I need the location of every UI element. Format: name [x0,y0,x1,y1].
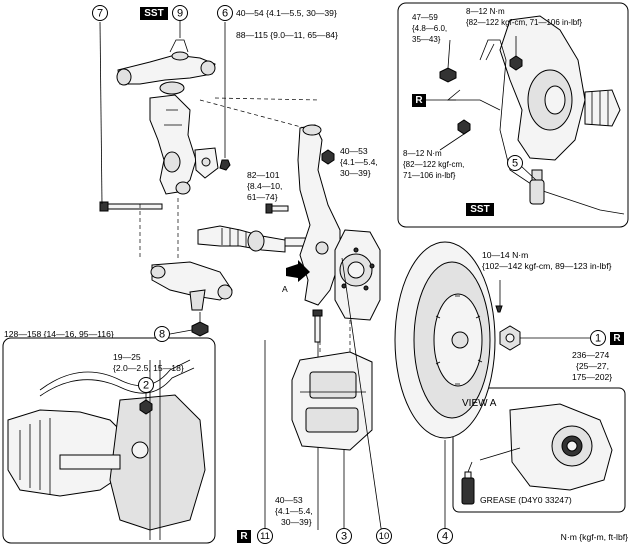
callout-8: 8 [154,326,170,342]
torque-callout-6: 40—54 {4.1—5.5, 30—39} [236,8,337,18]
torque-knuckle-nut-line2: {4.1—5.4, [340,157,378,167]
bolt-11 [312,309,323,343]
torque-inset-lower-line3: 71—106 in-lbf} [403,171,456,180]
inset-bottom-left-assembly [7,359,206,540]
upper-control-arm [116,39,216,86]
replace-tag-1-text: R [613,333,621,344]
callout-11-number: 11 [260,531,270,542]
arrow-label-a: A [282,284,288,294]
drive-shaft [197,225,314,253]
callout-2-number: 2 [143,380,149,392]
callout-9: 9 [172,5,188,21]
callout-1: 1 [590,330,606,346]
torque-callout-8: 128—158 {14—16, 95—116} [4,329,114,339]
torque-inset-upper-line2: {82—122 kgf-cm, 71—106 in-lbf} [466,18,582,27]
callout-4-number: 4 [442,531,448,543]
brake-disc [394,241,496,439]
torque-knuckle-nut-line1: 40—53 [340,146,368,156]
torque-knuckle-bolt-line3: 61—74} [247,192,278,202]
torque-callout-3-line1: 40—53 [275,495,303,505]
replace-tag-11 [237,530,251,543]
callout-6: 6 [217,5,233,21]
callout-11: 11 [257,528,273,544]
callout-4: 4 [437,528,453,544]
callout-1-number: 1 [595,333,601,345]
sst-tag-9-text: SST [144,8,163,19]
callout-5-number: 5 [512,158,518,170]
brake-caliper [291,351,373,451]
callout-10: 10 [376,528,392,544]
callout-10-number: 10 [379,531,390,542]
view-a-arrow [286,260,310,282]
callout-3-number: 3 [341,531,347,543]
callout-8-number: 8 [159,329,165,341]
shock-fork [149,81,197,195]
callout-3: 3 [336,528,352,544]
torque-inset-upper-line1: 8—12 N·m [466,7,505,16]
stabilizer-link-bracket [194,147,231,179]
wheel-hub-assembly [334,229,381,321]
knuckle-nut [321,149,335,165]
callout-7: 7 [92,5,108,21]
view-a-hub [479,403,613,491]
nut-8 [191,321,209,337]
sst-tag-9 [140,7,168,20]
hub-nut-1 [499,325,521,351]
torque-knuckle-nut-line3: 30—39} [340,168,371,178]
long-bolt-7 [99,201,163,212]
sst-tag-5-text: SST [470,204,489,215]
view-a-title: VIEW A [462,398,497,409]
torque-inset-nut-line2: {4.8—6.0, [412,24,447,33]
torque-callout-1-line2: {25—27, [576,361,609,371]
callout-2: 2 [138,377,154,393]
inset-top-right-knuckle [420,15,625,215]
replace-tag-1 [610,332,624,345]
lower-control-arm [150,261,233,311]
replace-tag-inset [412,94,426,107]
callout-7-number: 7 [97,8,103,20]
torque-callout-1-line1: 236—274 [572,350,609,360]
replace-tag-inset-text: R [415,95,423,106]
grease-icon [461,461,475,505]
torque-inset-nut-line3: 35—43} [412,35,441,44]
torque-disc-screw-line1: 10—14 N·m [482,250,528,260]
torque-knuckle-bolt-line1: 82—101 [247,170,280,180]
torque-knuckle-bolt-line2: {8.4—10, [247,181,282,191]
torque-inset-lower-line1: 8—12 N·m [403,149,442,158]
callout-6-number: 6 [222,8,228,20]
torque-callout-3-line2: {4.1—5.4, [275,506,313,516]
torque-callout-1-line3: 175—202} [572,372,612,382]
replace-tag-11-text: R [240,531,248,542]
steering-knuckle [297,124,341,306]
torque-callout-2-line2: {2.0—2.5, 15—18} [113,363,184,373]
torque-inset-lower-line2: {82—122 kgf-cm, [403,160,464,169]
torque-callout-3-line3: 30—39} [281,517,312,527]
torque-inset-nut-line1: 47—59 [412,13,438,22]
torque-disc-screw-line2: {102—142 kgf-cm, 89—123 in-lbf} [482,261,612,271]
disc-screw [495,305,503,313]
torque-upper-arm: 88—115 {9.0—11, 65—84} [236,30,338,40]
view-a-grease-label: GREASE (D4Y0 33247) [480,495,572,505]
units-footer: N·m {kgf-m, ft-lbf} [561,532,628,542]
callout-9-number: 9 [177,8,183,20]
sst-tag-5 [466,203,494,216]
knuckle-bolt [265,203,289,214]
torque-callout-2-line1: 19—25 [113,352,141,362]
callout-5: 5 [507,155,523,171]
